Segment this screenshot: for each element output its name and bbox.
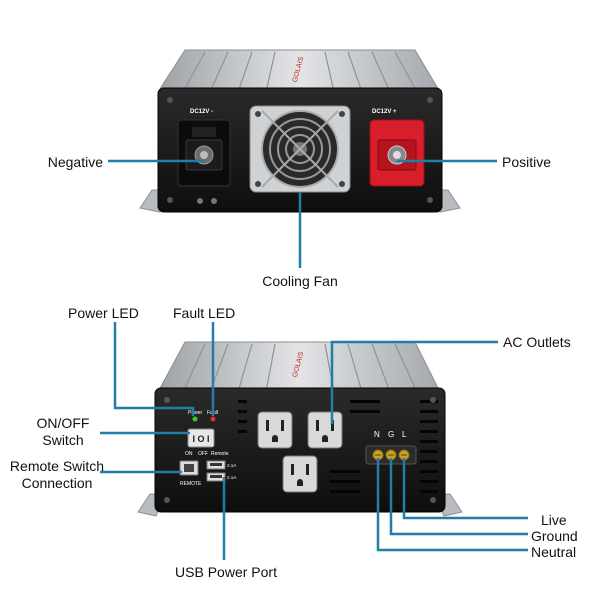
- callout-negative: Negative: [47, 154, 103, 170]
- callout-usb-power-port: USB Power Port: [175, 564, 277, 580]
- callout-power-led: Power LED: [68, 305, 139, 321]
- callout-positive: Positive: [502, 154, 552, 170]
- fault-led: [210, 416, 216, 422]
- ac-outlet-1: [257, 411, 293, 449]
- callout-remote-2: Connection: [21, 475, 93, 491]
- ac-end-view: GOLAIS Power Fault I O I ON OFF Remote: [137, 341, 463, 517]
- remote-port[interactable]: [179, 460, 199, 476]
- usb-ports[interactable]: [206, 460, 226, 482]
- power-led: [192, 416, 198, 422]
- negative-terminal: [177, 119, 231, 187]
- ac-outlet-3: [282, 455, 318, 493]
- positive-terminal: [369, 119, 425, 187]
- callout-ground: Ground: [531, 528, 578, 544]
- ac-end-panel: [154, 387, 446, 513]
- usb-rating-1: 2.1A: [227, 463, 236, 468]
- svg-text:I O I: I O I: [192, 434, 209, 444]
- callout-cooling-fan: Cooling Fan: [262, 273, 338, 289]
- on-off-switch[interactable]: I O I: [187, 428, 215, 448]
- callout-on-off-1: ON/OFF: [36, 415, 90, 431]
- panel-off-text: OFF: [198, 451, 208, 457]
- ac-outlet-2: [307, 411, 343, 449]
- usb-rating-2: 2.1A: [227, 475, 236, 480]
- leader-lines: [100, 159, 528, 560]
- terminal-l-text: L: [402, 430, 407, 439]
- callout-neutral: Neutral: [531, 544, 577, 560]
- panel-remote-text: Remote: [211, 451, 229, 457]
- terminal-n-text: N: [374, 430, 380, 439]
- terminal-g-text: G: [388, 430, 394, 439]
- callout-ac-outlets: AC Outlets: [503, 334, 571, 350]
- panel-power-text: Power: [188, 410, 203, 416]
- callout-live: Live: [541, 512, 567, 528]
- right-terminal-label: DC12V +: [372, 109, 397, 115]
- dc-end-view: GOLAIS DC12V - DC12V: [139, 49, 461, 213]
- callout-fault-led: Fault LED: [173, 305, 236, 321]
- callout-on-off-2: Switch: [42, 432, 84, 448]
- cooling-fan: [249, 105, 351, 193]
- left-terminal-label: DC12V -: [190, 109, 213, 115]
- panel-remote-port-text: REMOTE: [180, 481, 202, 487]
- callout-remote-1: Remote Switch: [9, 458, 105, 474]
- panel-on-text: ON: [185, 451, 193, 457]
